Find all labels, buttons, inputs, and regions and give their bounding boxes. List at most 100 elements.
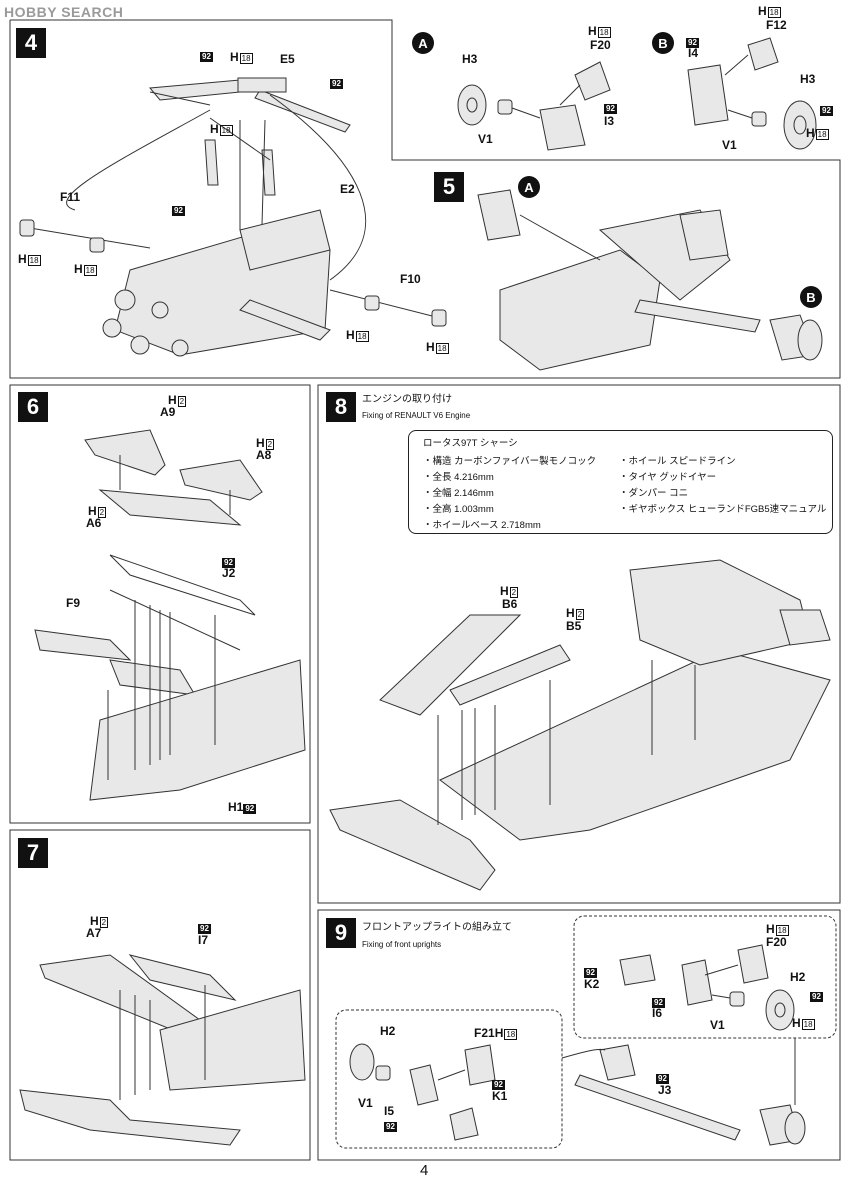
spec-left-4: ・ホイールベース 2.718mm [423,520,541,531]
spec-right-1: ・タイヤ グッドイヤー [619,472,717,483]
part-h2-9b: H2 [380,1024,396,1038]
step-6-number-text: 6 [26,394,40,419]
step-9-title-en: Fixing of front uprights [362,940,442,949]
step-5-badge-a: A [518,176,540,198]
page-number: 4 [420,1162,429,1179]
step-6-paint-92: 92 [222,554,235,568]
part-i7: I7 [198,933,209,947]
part-h2-9: H2 [790,970,806,984]
part-f10: F10 [400,272,421,286]
step-8-title-en: Fixing of RENAULT V6 Engine [362,411,471,420]
step-9-paint-92d: 92 [384,1118,397,1132]
part-num: 18 [597,27,611,38]
paint-code: 92 [172,206,185,216]
paint-code: 92 [492,1080,505,1090]
part-num: 18 [815,129,829,140]
step-9-paint-92a: 92 [810,988,823,1002]
paint-code: 92 [222,558,235,568]
badge-text: A [524,179,534,195]
step-5-number: 5 [434,172,464,202]
part-i4: I4 [688,46,699,60]
spec-right-0: ・ホイール スピードライン [619,456,736,467]
step-4-number: 4 [16,28,46,58]
part-i6: I6 [652,1006,663,1020]
part-num: 18 [435,343,449,354]
paint-code: 92 [652,998,665,1008]
part-h: H [500,584,509,598]
part-h: H [766,922,775,936]
step-b-paint-92b: 92 [820,102,833,116]
part-num: 2 [99,917,109,928]
paint-code: 92 [243,804,257,814]
spec-right-2: ・ダンパー コニ [619,488,689,499]
part-f11: F11 [60,190,81,204]
part-h: H [88,504,97,518]
part-num: 18 [775,925,789,936]
part-num: 2 [177,396,187,407]
step-9-number-text: 9 [334,920,348,945]
part-f21-text: F21 [474,1026,495,1040]
part-h: H [256,436,265,450]
part-a9: A9 [160,405,176,419]
part-num: 2 [575,609,585,620]
part-h: H [426,340,435,354]
step-7-paint-92: 92 [198,920,211,934]
paint-code: 92 [820,106,833,116]
step-4-paint-92b: 92 [330,75,343,89]
step-4-paint-92: 92 [200,48,213,62]
step-4-number-text: 4 [24,30,38,55]
step-9-paint-92b: 92 [584,964,597,978]
part-a8: A8 [256,448,272,462]
part-f9: F9 [66,596,81,610]
step-8-number-text: 8 [334,394,348,419]
part-i5: I5 [384,1104,395,1118]
part-b6: B6 [502,597,518,611]
watermark: HOBBY SEARCH [4,4,123,20]
spec-left-0: ・構造 カーボンファイバー製モノコック [423,456,597,467]
step-a-paint-92: 92 [604,100,617,114]
paint-code: 92 [198,924,211,934]
step-9-paint-92e: 92 [492,1076,505,1090]
part-h3-a: H3 [462,52,478,66]
part-num: 18 [83,265,97,276]
part-h3-b: H3 [800,72,816,86]
watermark-text: HOBBY SEARCH [4,4,124,20]
part-num: 18 [801,1019,815,1030]
part-e2: E2 [340,182,355,196]
step-8-title-jp: エンジンの取り付け [362,394,452,405]
part-f12: F12 [766,18,787,32]
paint-code: 92 [330,79,343,89]
step-7-number-text: 7 [26,840,40,865]
paint-code: 92 [686,38,699,48]
badge-text: B [806,289,816,305]
step-5-badge-b: B [800,286,822,308]
paint-code: 92 [810,992,823,1002]
step-9-paint-92c: 92 [652,994,665,1008]
paint-code: 92 [200,52,213,62]
part-h: H [494,1026,504,1040]
part-h: H [806,126,815,140]
part-e5: E5 [280,52,295,66]
part-h: H [792,1016,801,1030]
part-i3: I3 [604,114,615,128]
spec-box: ロータス97T シャーシ ・構造 カーボンファイバー製モノコック ・全長 4.2… [408,430,833,534]
part-h: H [18,252,27,266]
paint-code: 92 [604,104,617,114]
